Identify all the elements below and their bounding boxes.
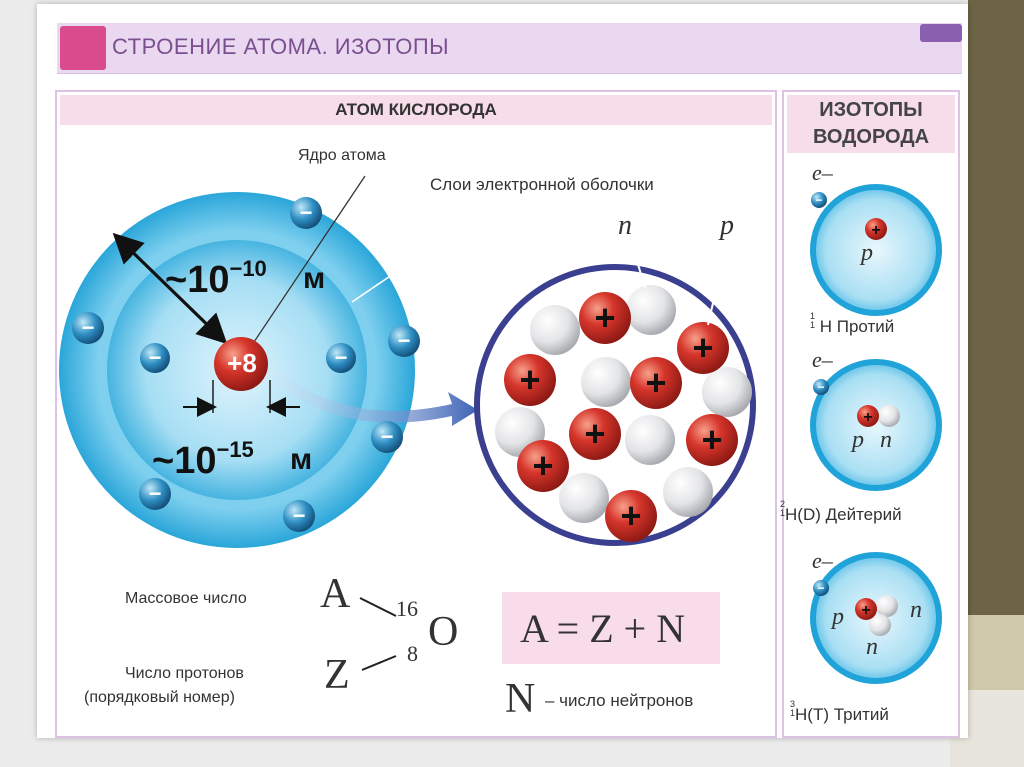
- tritium-neutron: [876, 595, 898, 617]
- shell-leader-line-1: [352, 200, 502, 302]
- nucleus-size-label: ~10−15: [152, 437, 254, 483]
- tritium-p-label: p: [832, 604, 844, 631]
- neutron: [625, 415, 675, 465]
- nucleus-size-unit: м: [290, 443, 312, 477]
- electron-minus: −: [398, 328, 411, 353]
- neutron: [702, 367, 752, 417]
- notation-Z: Z: [324, 651, 350, 699]
- electron-minus: −: [149, 345, 162, 370]
- proton-plus: +: [620, 495, 641, 536]
- neutron: [626, 285, 676, 335]
- proton-plus: +: [701, 419, 722, 460]
- protium-p-label: p: [861, 240, 873, 267]
- protium-atomic: 1: [810, 320, 815, 330]
- electron-minus: −: [293, 503, 306, 528]
- neutron: [559, 473, 609, 523]
- protium-orbit: [813, 187, 939, 313]
- atom-size-exp: −10: [229, 256, 266, 281]
- electron-minus: −: [300, 200, 313, 225]
- mass-number-label: Массовое число: [125, 590, 247, 608]
- nucleus-charge: +8: [226, 348, 258, 379]
- protium-electron-minus: −: [815, 193, 822, 207]
- mass-formula: A = Z + N: [520, 605, 685, 652]
- protium-name: H Протий: [820, 317, 895, 336]
- tritium-n-label: n: [910, 597, 922, 624]
- protium-electron-label: e–: [812, 160, 833, 186]
- deuterium-p-label: p: [852, 427, 864, 454]
- proton-plus: +: [519, 359, 540, 400]
- neutron-symbol: N: [505, 675, 535, 723]
- deuterium-orbit: [813, 362, 939, 488]
- deuterium-electron-label: e–: [812, 347, 833, 373]
- proton-plus: +: [645, 362, 666, 403]
- notation-mass-number: 16: [396, 596, 418, 622]
- proton-plus: +: [532, 445, 553, 486]
- atom-size-base: ~10: [165, 259, 229, 301]
- tritium-n-label-2: n: [866, 634, 878, 661]
- electron-minus: −: [335, 345, 348, 370]
- atom-size-label: ~10−10: [165, 256, 267, 302]
- electron-minus: −: [381, 424, 394, 449]
- notation-symbol: O: [428, 608, 458, 656]
- deuterium-electron-minus: −: [817, 380, 824, 394]
- shells-label: Слои электронной оболочки: [430, 175, 654, 195]
- proton-plus: +: [594, 297, 615, 338]
- neutron-letter: n: [618, 210, 632, 242]
- tritium-electron-minus: −: [817, 581, 824, 595]
- neutron-count-label: – число нейтронов: [545, 691, 693, 711]
- protium-nums: 11: [810, 312, 815, 330]
- protium-atom: − +: [811, 187, 939, 313]
- protium-proton-plus: +: [871, 222, 880, 239]
- tritium-proton-plus: +: [861, 602, 870, 619]
- proton-number-line: [362, 656, 396, 670]
- deuterium-proton-plus: +: [863, 409, 872, 426]
- tritium-name: H(T) Тритий: [795, 705, 889, 724]
- deuterium-neutron: [878, 405, 900, 427]
- neutron: [663, 467, 713, 517]
- electron-minus: −: [82, 315, 95, 340]
- nucleus-label: Ядро атома: [298, 147, 386, 165]
- deuterium-label: 21H(D) Дейтерий: [780, 500, 902, 525]
- deuterium-name: H(D) Дейтерий: [785, 505, 902, 524]
- neutron: [530, 305, 580, 355]
- proton-letter: p: [720, 210, 734, 242]
- notation-atomic-number: 8: [407, 641, 418, 667]
- tritium-electron-label: e–: [812, 548, 833, 574]
- atom-size-unit: м: [303, 262, 325, 296]
- neutron: [581, 357, 631, 407]
- notation-A: A: [320, 570, 350, 618]
- proton-plus: +: [692, 327, 713, 368]
- nucleus-size-exp: −15: [216, 437, 253, 462]
- shell-leader-line-2: [410, 202, 512, 300]
- proton-number-sublabel: (порядковый номер): [84, 689, 235, 707]
- deuterium-atom: − +: [813, 362, 939, 488]
- proton-plus: +: [584, 413, 605, 454]
- deuterium-n-label: n: [880, 427, 892, 454]
- proton-number-label: Число протонов: [125, 665, 244, 683]
- mass-number-line: [360, 598, 396, 616]
- nucleus-size-base: ~10: [152, 440, 216, 482]
- electron-minus: −: [149, 481, 162, 506]
